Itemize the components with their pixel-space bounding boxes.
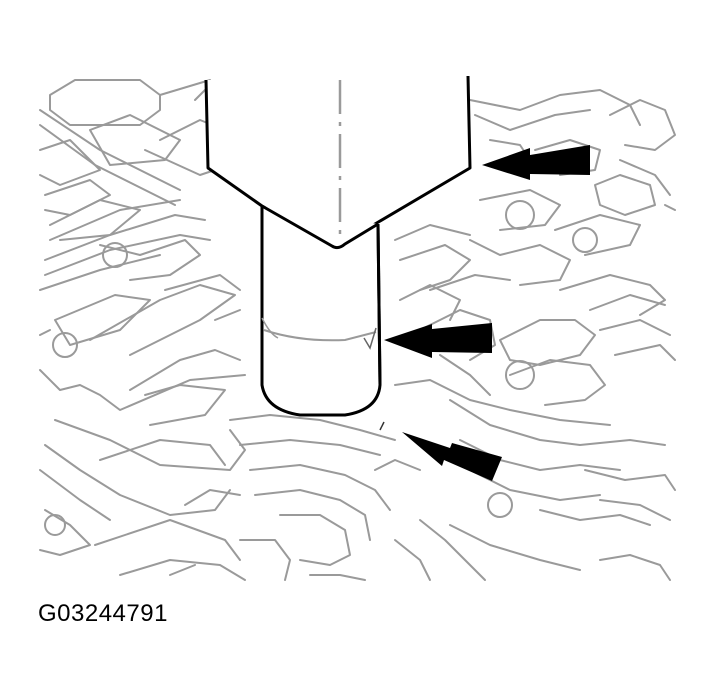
tool-body [204, 75, 472, 431]
upper-arrow-icon [482, 145, 590, 180]
middle-arrow-icon [384, 323, 492, 358]
figure-caption: G03244791 [38, 600, 168, 627]
lower-arrow-icon [402, 432, 502, 481]
arrows [384, 145, 590, 481]
